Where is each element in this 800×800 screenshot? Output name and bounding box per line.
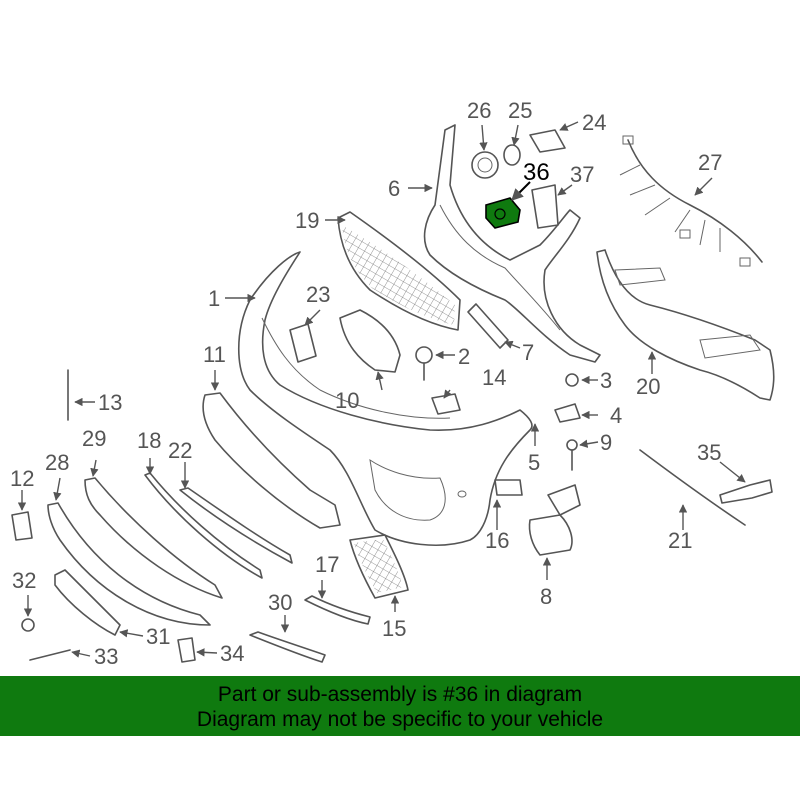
part-29-lower-grille [84, 477, 223, 599]
part-16-clip [494, 479, 523, 496]
callout-14: 14 [482, 365, 506, 390]
banner-line-2: Diagram may not be specific to your vehi… [196, 708, 604, 731]
callout-24: 24 [582, 110, 606, 135]
callout-27: 27 [698, 150, 722, 175]
part-1-bumper-cover [237, 251, 533, 546]
part-3-screw [565, 373, 579, 387]
callout-labels: 1 2 3 4 5 6 7 8 9 10 11 12 13 14 15 16 1… [10, 98, 722, 669]
part-19-grille [337, 211, 461, 331]
callout-11: 11 [203, 342, 226, 367]
callout-3: 3 [600, 368, 612, 393]
callout-31: 31 [146, 624, 170, 649]
part-7-panel [467, 303, 509, 349]
part-31-plate-bracket [54, 569, 121, 636]
part-20-beam [596, 249, 775, 401]
callout-28: 28 [45, 450, 69, 475]
part-28-lower-trim [47, 502, 211, 626]
callout-32: 32 [12, 568, 36, 593]
callout-20: 20 [636, 374, 660, 399]
banner-line-1: Part or sub-assembly is #36 in diagram [217, 683, 583, 706]
callout-16: 16 [485, 528, 509, 553]
callout-35: 35 [697, 440, 721, 465]
callout-10: 10 [335, 388, 359, 413]
callout-17: 17 [315, 552, 339, 577]
callout-6: 6 [388, 176, 400, 201]
part-18-strip [144, 472, 263, 579]
callout-22: 22 [168, 438, 192, 463]
callout-12: 12 [10, 466, 34, 491]
callout-36[interactable]: 36 [523, 159, 550, 186]
part-11-absorber [202, 392, 341, 529]
callout-34: 34 [220, 641, 244, 666]
part-24-sensor [529, 129, 566, 153]
callout-19: 19 [295, 208, 319, 233]
callout-26: 26 [467, 98, 491, 123]
leader-lines [17, 121, 746, 658]
part-26-sensor [471, 151, 499, 179]
part-21-rod [639, 449, 746, 526]
part-36-highlighted[interactable] [485, 197, 521, 229]
callout-1: 1 [208, 286, 220, 311]
part-32-screw [21, 618, 35, 632]
callout-7: 7 [522, 340, 534, 365]
callout-8: 8 [540, 584, 552, 609]
part-9-screw [566, 439, 578, 471]
part-23-module [289, 323, 317, 363]
part-30-trim [249, 631, 326, 663]
info-banner: Part or sub-assembly is #36 in diagram D… [0, 676, 800, 736]
part-34-clip [177, 637, 196, 663]
callout-5: 5 [528, 450, 540, 475]
callout-13: 13 [98, 390, 122, 415]
callout-30: 30 [268, 590, 292, 615]
callout-25: 25 [508, 98, 532, 123]
callout-2: 2 [458, 344, 470, 369]
part-14-cover [431, 393, 461, 415]
part-6-upper-support [423, 124, 601, 363]
callout-4: 4 [610, 403, 622, 428]
callout-21: 21 [668, 528, 692, 553]
part-17-trim [304, 595, 371, 625]
part-27-wiring-harness [619, 135, 763, 267]
part-8-mudflap [528, 484, 581, 556]
part-22-strip [179, 487, 293, 564]
part-10-bracket [339, 309, 401, 373]
callout-9: 9 [600, 430, 612, 455]
part-33-pin [29, 649, 71, 661]
part-37-bracket [531, 184, 559, 229]
callout-15: 15 [382, 616, 406, 641]
part-2-clip [415, 346, 433, 381]
part-4-nut [554, 403, 581, 423]
callout-29: 29 [82, 426, 106, 451]
callout-18: 18 [137, 428, 161, 453]
part-12-clip [11, 511, 33, 541]
part-35-sensor [719, 479, 773, 504]
callout-37: 37 [570, 162, 594, 187]
callout-23: 23 [306, 282, 330, 307]
callout-33: 33 [94, 644, 118, 669]
part-25-ring [503, 144, 521, 166]
part-15-fog-grille [349, 534, 409, 599]
